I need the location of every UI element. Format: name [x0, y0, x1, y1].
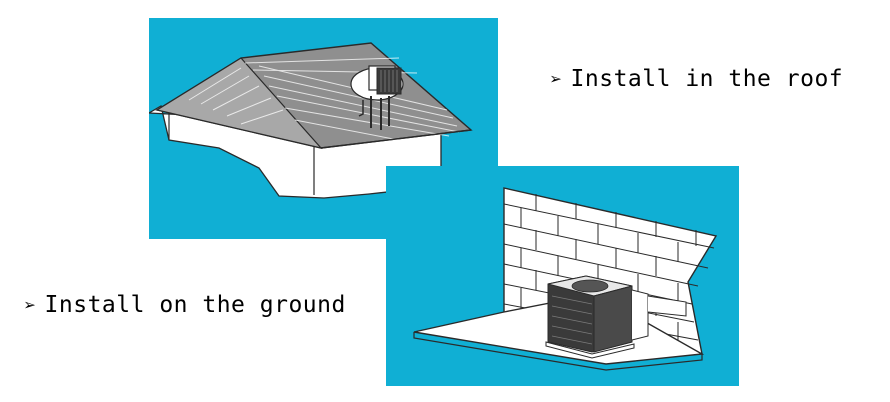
house-roof-drawing [149, 18, 498, 239]
arrowhead-bullet-icon: ➢ [550, 67, 563, 91]
ground-ac-unit [545, 275, 687, 359]
ground-install-illustration [386, 166, 739, 386]
roof-caption-text: Install in the roof [570, 66, 844, 92]
brick-wall-drawing [386, 166, 739, 386]
ground-install-caption: ➢ Install on the ground [24, 292, 346, 318]
roof-install-illustration [149, 18, 498, 239]
rooftop-ac-unit [350, 65, 404, 130]
roof-install-caption: ➢ Install in the roof [550, 66, 843, 92]
arrowhead-bullet-icon: ➢ [24, 293, 37, 317]
ground-caption-text: Install on the ground [44, 292, 346, 318]
